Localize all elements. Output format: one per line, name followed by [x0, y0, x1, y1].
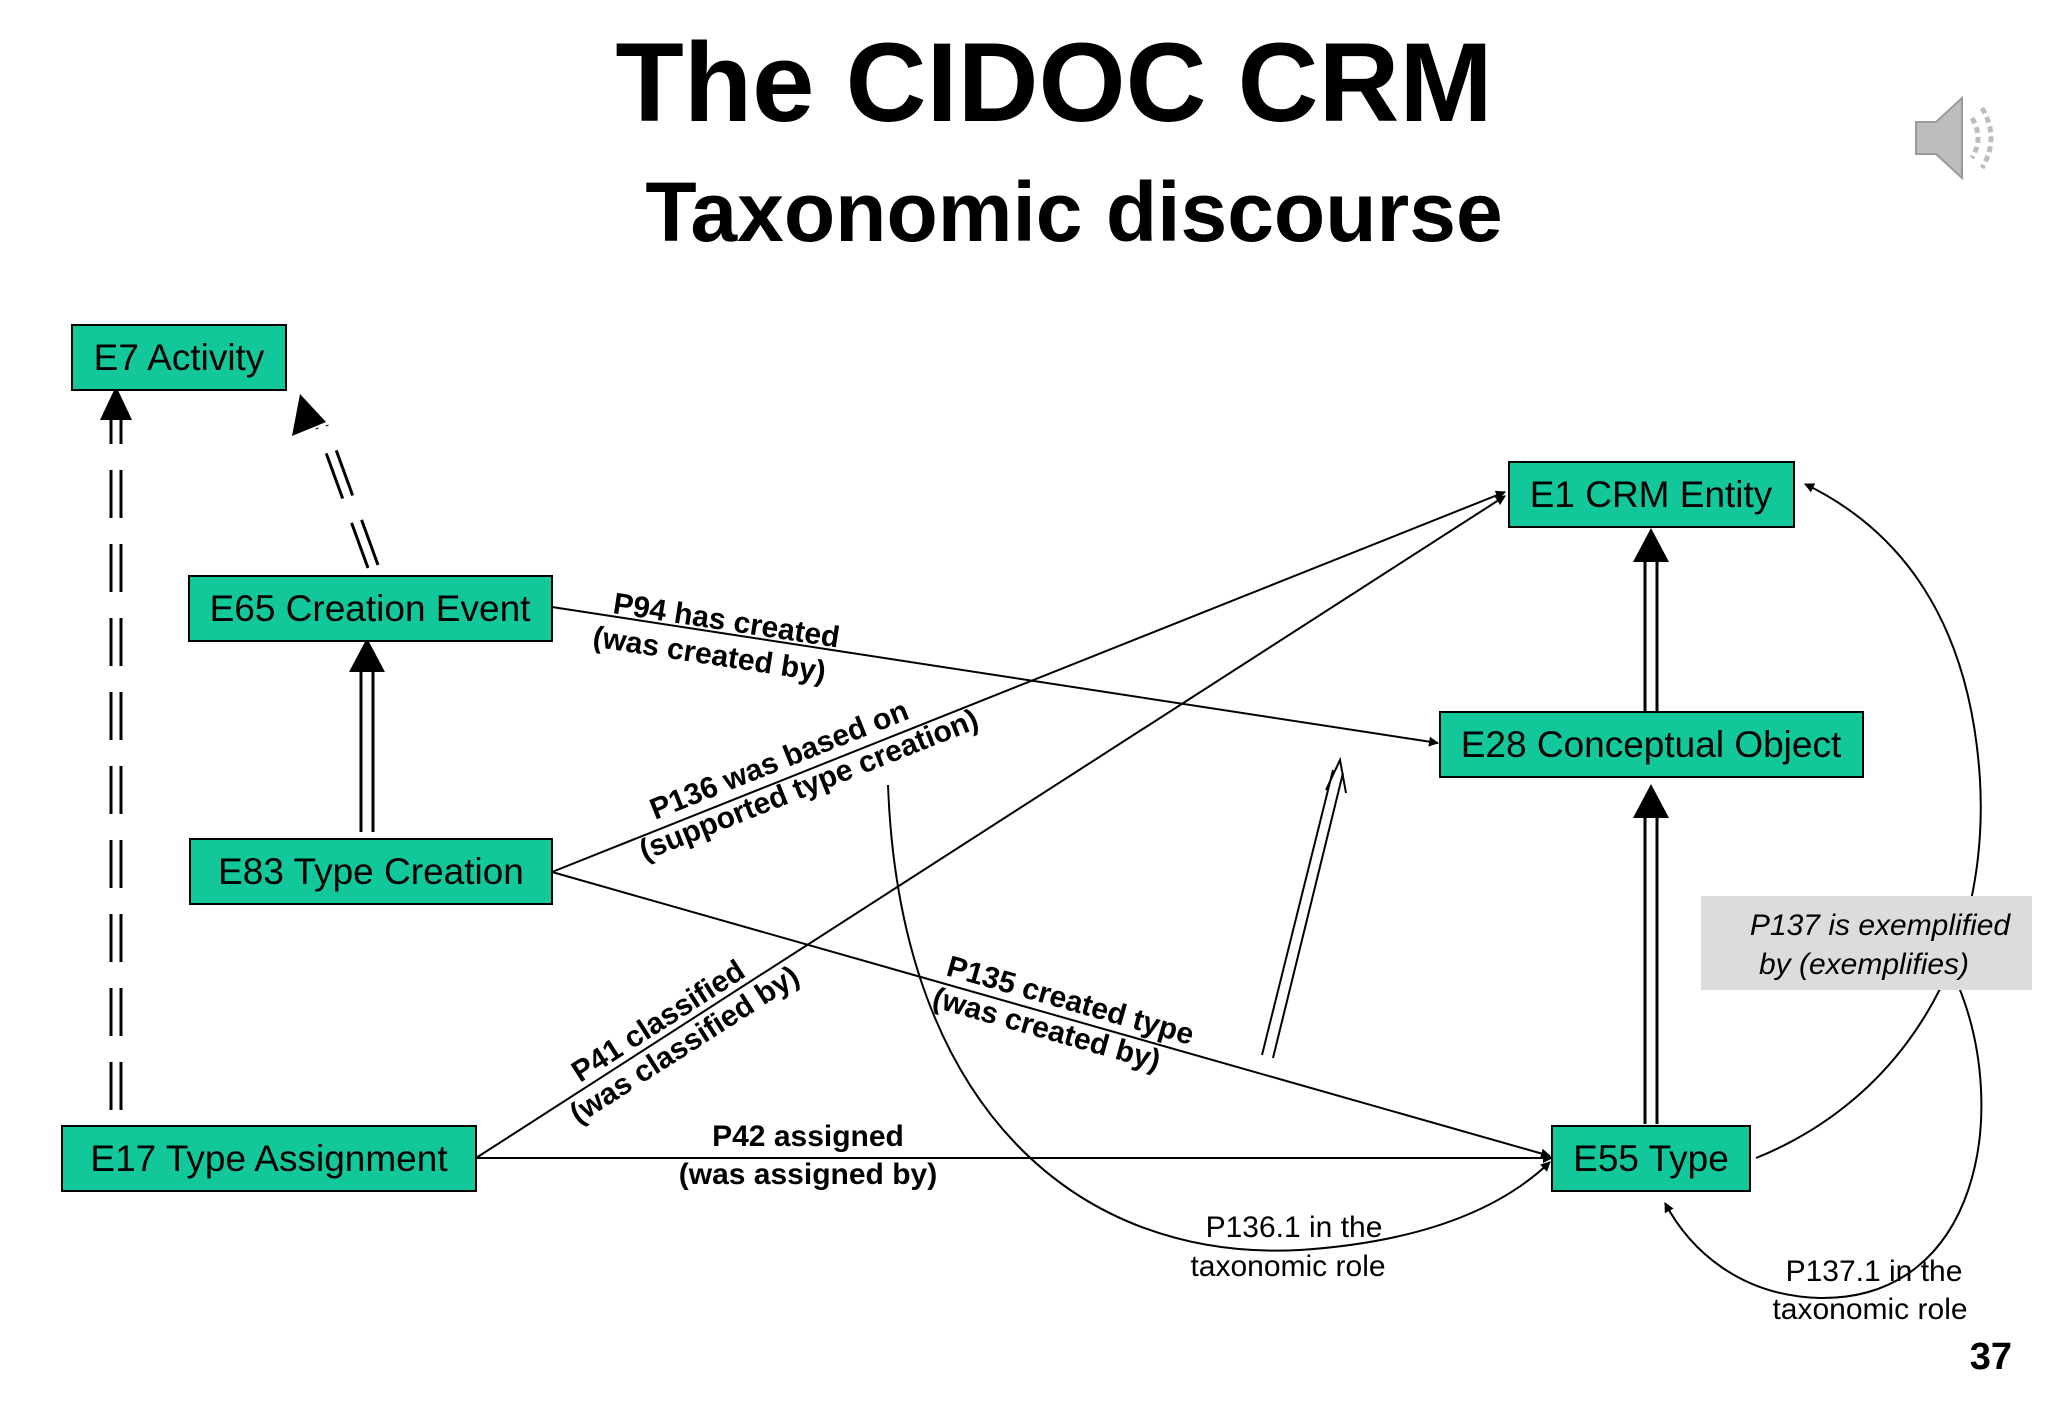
svg-text:E55 Type: E55 Type	[1573, 1138, 1729, 1179]
e28-to-e1-link	[1633, 528, 1669, 712]
node-e17-type-assignment[interactable]: E17 Type Assignment	[61, 1125, 477, 1192]
slide-title: The CIDOC CRM	[615, 20, 1493, 145]
svg-text:P136.1 in the: P136.1 in the	[1206, 1211, 1383, 1244]
node-e1-crm-entity[interactable]: E1 CRM Entity	[1508, 461, 1795, 528]
svg-text:P42 assigned: P42 assigned	[712, 1120, 904, 1153]
speaker-icon[interactable]	[1910, 88, 2010, 188]
svg-text:P137 is exemplified: P137 is exemplified	[1750, 909, 2011, 942]
node-e28-conceptual-object[interactable]: E28 Conceptual Object	[1439, 711, 1864, 778]
p41-label: P41 classified (was classified by)	[564, 954, 805, 1131]
svg-text:taxonomic role: taxonomic role	[1190, 1250, 1385, 1283]
p136-1-curve	[887, 784, 1551, 1252]
e17-to-e7-dashed-link	[100, 386, 132, 1110]
svg-text:by (exemplifies): by (exemplifies)	[1759, 948, 1969, 981]
p41-arrow	[475, 495, 1506, 1159]
node-e83-type-creation[interactable]: E83 Type Creation	[189, 838, 553, 905]
node-e65-creation-event[interactable]: E65 Creation Event	[188, 575, 553, 642]
svg-text:E65 Creation Event: E65 Creation Event	[210, 588, 532, 629]
svg-text:E1 CRM Entity: E1 CRM Entity	[1530, 474, 1773, 515]
p136-label: P136 was based on (supported type creati…	[635, 694, 983, 867]
node-e7-activity[interactable]: E7 Activity	[71, 324, 287, 391]
e55-to-e28-link	[1633, 784, 1669, 1124]
page-number: 37	[1969, 1336, 2012, 1378]
p135-label: P135 created type (was created by)	[929, 950, 1198, 1077]
svg-text:E17 Type Assignment: E17 Type Assignment	[90, 1138, 448, 1179]
p136-arrow	[551, 490, 1506, 873]
svg-text:E83 Type Creation: E83 Type Creation	[218, 851, 524, 892]
svg-text:E28 Conceptual Object: E28 Conceptual Object	[1461, 724, 1842, 765]
p136-1-label: P136.1 in the taxonomic role	[1190, 1211, 1385, 1283]
svg-text:E7 Activity: E7 Activity	[94, 337, 265, 378]
slide-subtitle: Taxonomic discourse	[645, 165, 1503, 259]
e65-to-e7-dashed-link	[292, 394, 380, 569]
p137-1-curve	[1664, 984, 1983, 1300]
p94-arrow	[551, 606, 1439, 747]
node-e55-type[interactable]: E55 Type	[1551, 1125, 1751, 1192]
svg-text:(was assigned by): (was assigned by)	[679, 1158, 937, 1191]
svg-text:taxonomic role: taxonomic role	[1772, 1293, 1967, 1326]
p42-label: P42 assigned (was assigned by)	[679, 1120, 937, 1191]
p94-label: P94 has created (was created by)	[591, 587, 842, 688]
p136-double-arrow	[1261, 756, 1347, 1059]
p137-1-label: P137.1 in the taxonomic role	[1772, 1255, 1967, 1326]
svg-text:P137.1 in the: P137.1 in the	[1786, 1255, 1963, 1288]
p137-curve	[1755, 483, 1982, 1159]
p137-note: P137 is exemplified by (exemplifies)	[1701, 896, 2032, 990]
p135-arrow	[551, 871, 1551, 1159]
e83-to-e65-link	[349, 638, 385, 832]
